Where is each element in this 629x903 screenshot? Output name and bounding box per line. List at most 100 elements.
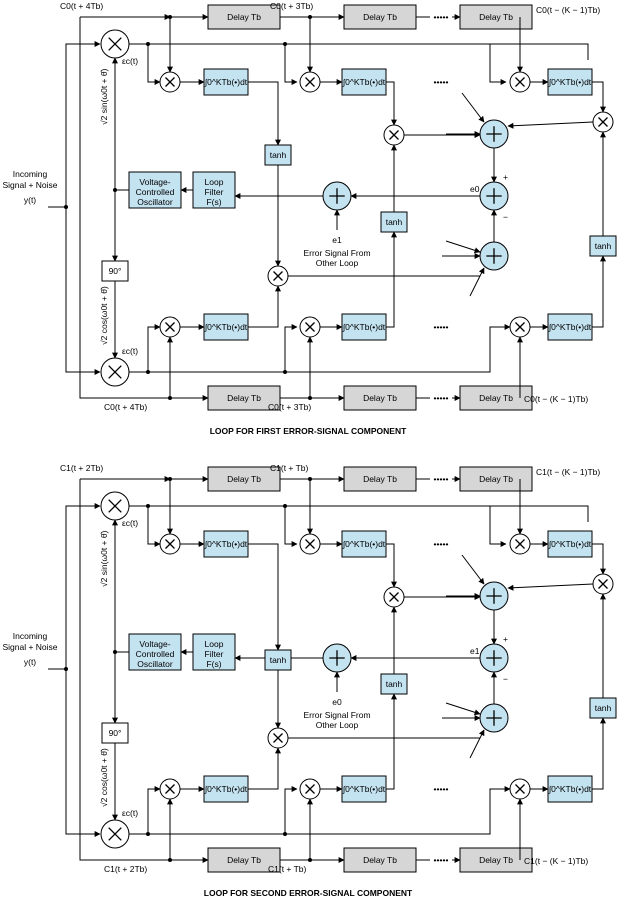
delay-block: Delay Tb <box>207 385 281 411</box>
integrator-label: ∫0^KTb(•)dt <box>342 322 386 332</box>
multiplier-node <box>299 71 321 93</box>
multiplier-node <box>100 819 130 849</box>
multiplier-node <box>299 778 321 800</box>
input-label-2: y(t) <box>24 195 36 205</box>
integrator-block: ∫0^KTb(•)dt <box>341 313 387 341</box>
tanh-block: tanh <box>589 697 617 719</box>
integrator-label: ∫0^KTb(•)dt <box>342 77 386 87</box>
multiplier-node <box>509 533 531 555</box>
tanh-label: tanh <box>386 217 403 227</box>
phase-shift-block: 90° <box>101 260 129 282</box>
delay-block: Delay Tb <box>343 847 417 873</box>
code-label-bottom-1: C1(t + Tb) <box>268 864 307 874</box>
vco-label-0: Voltage- <box>139 639 170 649</box>
tanh-label: tanh <box>270 655 287 665</box>
tanh-block: tanh <box>264 649 292 671</box>
summing-node <box>479 181 509 211</box>
multiplier-node <box>159 316 181 338</box>
multiplier-node <box>509 71 531 93</box>
vco-label-1: Controlled <box>136 187 175 197</box>
loop-filter-label-2: F(s) <box>206 197 221 207</box>
epsilon-label-bottom: εc(t) <box>122 346 138 356</box>
error-from-label-0: Error Signal From <box>303 710 370 720</box>
delay-block: Delay Tb <box>207 847 281 873</box>
delay-label: Delay Tb <box>363 12 397 22</box>
minus-sign: − <box>503 674 508 684</box>
integrator-block: ∫0^KTb(•)dt <box>547 68 593 96</box>
integrator-label: ∫0^KTb(•)dt <box>548 539 592 549</box>
epsilon-label-top: εc(t) <box>122 56 138 66</box>
multiplier-node <box>267 265 289 287</box>
integrator-block: ∫0^KTb(•)dt <box>547 313 593 341</box>
loop-filter-label-0: Loop <box>205 639 224 649</box>
vco-label-2: Oscillator <box>137 197 173 207</box>
delay-label: Delay Tb <box>227 855 261 865</box>
multiplier-node <box>592 111 614 133</box>
delay-label: Delay Tb <box>363 393 397 403</box>
ellipsis-dots: ••••• <box>434 322 449 332</box>
integrator-block: ∫0^KTb(•)dt <box>203 530 249 558</box>
multiplier-node <box>159 533 181 555</box>
other-loop-error-label: e0 <box>332 697 342 707</box>
error-from-label-1: Other Loop <box>316 720 359 730</box>
multiplier-node <box>383 124 405 146</box>
integrator-block: ∫0^KTb(•)dt <box>547 530 593 558</box>
ellipsis-dots: ••••• <box>434 12 449 22</box>
vco-label-1: Controlled <box>136 649 175 659</box>
integrator-label: ∫0^KTb(•)dt <box>342 784 386 794</box>
cos-reference-label: √2 cos(ω0t + θ̂) <box>99 748 109 807</box>
cos-reference-label: √2 cos(ω0t + θ̂) <box>99 286 109 345</box>
vco-label-2: Oscillator <box>137 659 173 669</box>
tanh-label: tanh <box>270 150 287 160</box>
ellipsis-dots: ••••• <box>434 77 449 87</box>
integrator-label: ∫0^KTb(•)dt <box>204 77 248 87</box>
loop-filter-label-1: Filter <box>205 649 224 659</box>
loop-filter-label-0: Loop <box>205 177 224 187</box>
delay-block: Delay Tb <box>343 385 417 411</box>
summing-node <box>479 119 509 149</box>
code-label-top-1: C0(t + 3Tb) <box>270 1 313 11</box>
loop-caption: LOOP FOR FIRST ERROR-SIGNAL COMPONENT <box>210 426 407 436</box>
error-from-label-0: Error Signal From <box>303 248 370 258</box>
delay-block: Delay Tb <box>343 4 417 30</box>
integrator-label: ∫0^KTb(•)dt <box>548 322 592 332</box>
tanh-label: tanh <box>595 703 612 713</box>
plus-sign: + <box>503 172 508 182</box>
tanh-block: tanh <box>380 673 408 695</box>
multiplier-node <box>299 533 321 555</box>
multiplier-node <box>509 778 531 800</box>
code-label-top-1: C1(t + Tb) <box>270 463 309 473</box>
vco-label-0: Voltage- <box>139 177 170 187</box>
multiplier-node <box>299 316 321 338</box>
integrator-block: ∫0^KTb(•)dt <box>203 313 249 341</box>
tanh-block: tanh <box>264 144 292 166</box>
delay-block: Delay Tb <box>207 4 281 30</box>
delay-label: Delay Tb <box>479 393 513 403</box>
minus-sign: − <box>503 212 508 222</box>
summing-node <box>479 703 509 733</box>
ellipsis-dots: ••••• <box>434 784 449 794</box>
code-label-top-0: C1(t + 2Tb) <box>60 463 103 473</box>
code-label-top-2: C1(t − (K − 1)Tb) <box>536 467 600 477</box>
feed-error-label: e0 <box>470 184 480 194</box>
other-loop-error-label: e1 <box>332 235 342 245</box>
ellipsis-dots: ••••• <box>434 539 449 549</box>
delay-label: Delay Tb <box>479 855 513 865</box>
phase-shift-label: 90° <box>109 266 122 276</box>
integrator-label: ∫0^KTb(•)dt <box>204 784 248 794</box>
input-label-0: Incoming <box>13 169 48 179</box>
input-label-1: Signal + Noise <box>2 180 57 190</box>
multiplier-node <box>159 778 181 800</box>
delay-label: Delay Tb <box>227 474 261 484</box>
tanh-label: tanh <box>595 241 612 251</box>
epsilon-label-bottom: εc(t) <box>122 808 138 818</box>
multiplier-node <box>159 71 181 93</box>
feed-error-label: e1 <box>470 646 480 656</box>
delay-label: Delay Tb <box>479 474 513 484</box>
loop-filter-label-2: F(s) <box>206 659 221 669</box>
delay-label: Delay Tb <box>363 855 397 865</box>
plus-sign: + <box>503 634 508 644</box>
ellipsis-dots: ••••• <box>434 474 449 484</box>
